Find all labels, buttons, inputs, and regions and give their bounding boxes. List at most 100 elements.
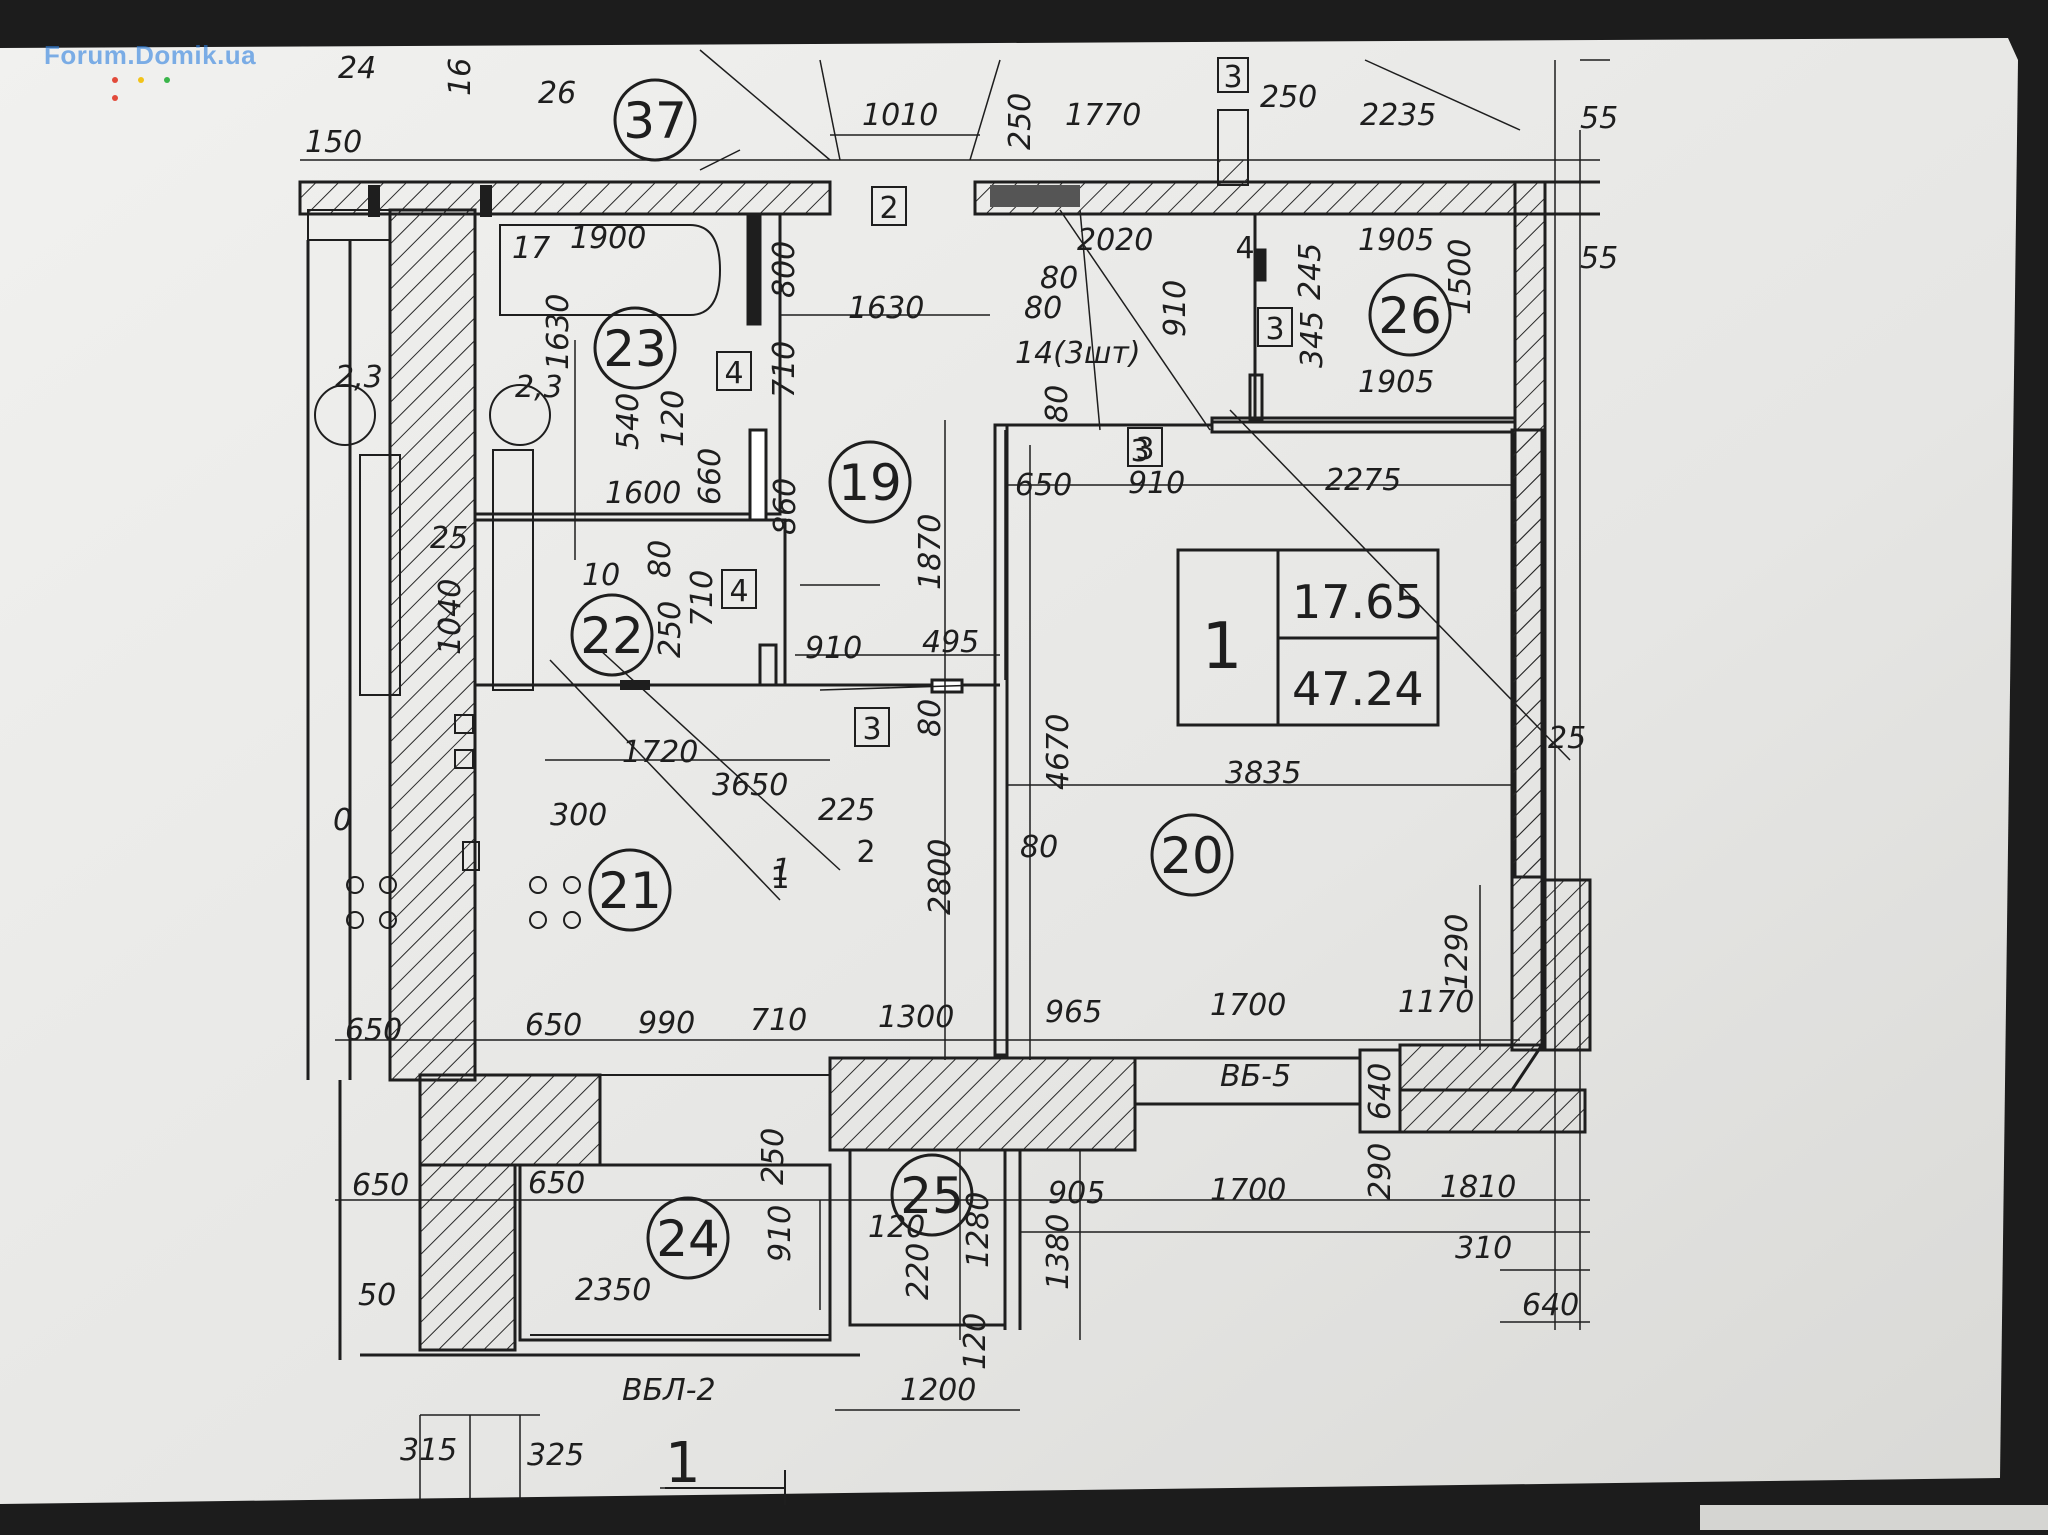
- dimension-label: 910: [1128, 466, 1185, 501]
- dimension-label: 2800: [923, 839, 958, 915]
- room-label-25: 25: [900, 1167, 964, 1225]
- dimension-label: 640: [1522, 1288, 1579, 1323]
- beam-label-vb5: ВБ-5: [1220, 1059, 1291, 1094]
- dimension-label: 1720: [622, 735, 698, 770]
- dimension-label: 80: [913, 699, 948, 737]
- dimension-label: 80: [1020, 830, 1058, 865]
- dimension-label: 910: [805, 631, 862, 666]
- dimension-label: 17: [512, 231, 550, 266]
- dimension-label: 800: [767, 241, 802, 298]
- living-area: 17.65: [1292, 575, 1424, 629]
- dimension-label: 120: [868, 1210, 925, 1245]
- dimension-label: 315: [400, 1433, 457, 1468]
- dimension-label: 1600: [605, 476, 681, 511]
- tag-label: 1: [770, 861, 789, 896]
- tag-label: 3: [1265, 312, 1284, 347]
- dimension-label: 80: [1040, 385, 1075, 423]
- room-label-20: 20: [1160, 827, 1224, 885]
- dimension-label: 55: [1580, 241, 1618, 276]
- dimension-label: 1770: [1065, 98, 1141, 133]
- dimension-label: 1380: [1041, 1214, 1076, 1290]
- dimension-label: 2275: [1325, 463, 1401, 498]
- dimension-label: 250: [653, 601, 688, 658]
- dimension-label: 55: [1580, 101, 1618, 136]
- dimension-label: 495: [922, 625, 979, 660]
- dimension-label: 540: [611, 393, 646, 450]
- plan-lines: [298, 49, 1610, 1505]
- dimension-label: 120: [656, 390, 691, 447]
- dimension-label: 0: [333, 803, 352, 838]
- dimension-label: 990: [638, 1006, 695, 1041]
- dimension-label: 50: [358, 1278, 396, 1313]
- dimension-label: 310: [1455, 1231, 1512, 1266]
- dimension-label: 1905: [1358, 223, 1434, 258]
- dimension-label: 860: [768, 478, 803, 535]
- watermark-text: Forum.Domik.ua: [44, 40, 257, 70]
- room-labels: 37 23 19 22 26 20 21 24 25: [580, 92, 1442, 1268]
- room-circle-37: [613, 78, 697, 162]
- dimension-label: 150: [305, 125, 362, 160]
- dimension-label: 250: [756, 1128, 791, 1185]
- tag-label: 3: [862, 712, 881, 747]
- dimension-label: 1170: [1398, 985, 1474, 1020]
- room-circles: [570, 78, 1452, 1280]
- dimension-label: 225: [818, 793, 875, 828]
- dimension-label: 2,3: [335, 360, 383, 395]
- dimension-label: 1500: [1443, 239, 1478, 315]
- dimension-label: 1900: [570, 221, 646, 256]
- room-circle-21: [588, 848, 672, 932]
- room-label-23: 23: [603, 320, 667, 378]
- room-label-24: 24: [656, 1210, 720, 1268]
- dimension-label: 1010: [862, 98, 938, 133]
- dimension-label: 650: [525, 1008, 582, 1043]
- dimension-label: 640: [1363, 1063, 1398, 1120]
- tag-label: 3: [1135, 432, 1154, 467]
- tag-label: 2: [856, 835, 875, 870]
- room-circle-20: [1150, 813, 1234, 897]
- room-circle-23: [593, 306, 677, 390]
- dimension-label: 1630: [848, 291, 924, 326]
- dimension-label: 120: [958, 1313, 993, 1370]
- tag-boxes: [716, 57, 1293, 747]
- dimension-label: 1280: [961, 1192, 996, 1268]
- dimension-label: 16: [443, 58, 478, 96]
- dimension-label: 14(3шт): [1015, 336, 1141, 371]
- room-circle-19: [828, 440, 912, 524]
- dimension-label: 650: [345, 1013, 402, 1048]
- dimension-label: 905: [1048, 1176, 1105, 1211]
- dimension-label: 1: [772, 853, 791, 888]
- dimension-label: 710: [767, 341, 802, 398]
- dimension-label: 965: [1045, 995, 1102, 1030]
- tag-label: 3: [1130, 434, 1149, 469]
- dimension-label: 25: [430, 521, 468, 556]
- dimension-label: 910: [763, 1205, 798, 1262]
- dimension-label: 220: [901, 1243, 936, 1300]
- tag-label: 4: [729, 574, 748, 609]
- dimension-label: 1040: [433, 579, 468, 655]
- dimension-label: 650: [528, 1166, 585, 1201]
- tag-label: 4: [1235, 231, 1254, 266]
- dimension-label: 2020: [1077, 223, 1153, 258]
- dimension-label: 1810: [1440, 1170, 1516, 1205]
- dimension-label: 4670: [1041, 714, 1076, 790]
- dimension-label: 290: [1363, 1143, 1398, 1200]
- dimension-label: 80: [1024, 291, 1062, 326]
- dimension-label: 1870: [913, 514, 948, 590]
- room-label-19: 19: [838, 454, 902, 512]
- dimension-label: 710: [750, 1003, 807, 1038]
- window-frames: [368, 109, 1249, 690]
- dimension-label: 10: [582, 558, 620, 593]
- dimension-label: 80: [1040, 261, 1078, 296]
- dimension-label: 25: [1548, 721, 1586, 756]
- tag-label: 4: [724, 356, 743, 391]
- dimension-label: 345: [1295, 311, 1330, 368]
- tag-labels: 2 3 3 3 3 4 4 1 2 3 4: [724, 60, 1284, 896]
- area-table: 1 17.65 47.24: [1202, 575, 1424, 716]
- dimension-label: 1905: [1358, 365, 1434, 400]
- dimension-label: 3835: [1225, 756, 1301, 791]
- dimension-label: 1700: [1210, 988, 1286, 1023]
- room-label-22: 22: [580, 607, 644, 665]
